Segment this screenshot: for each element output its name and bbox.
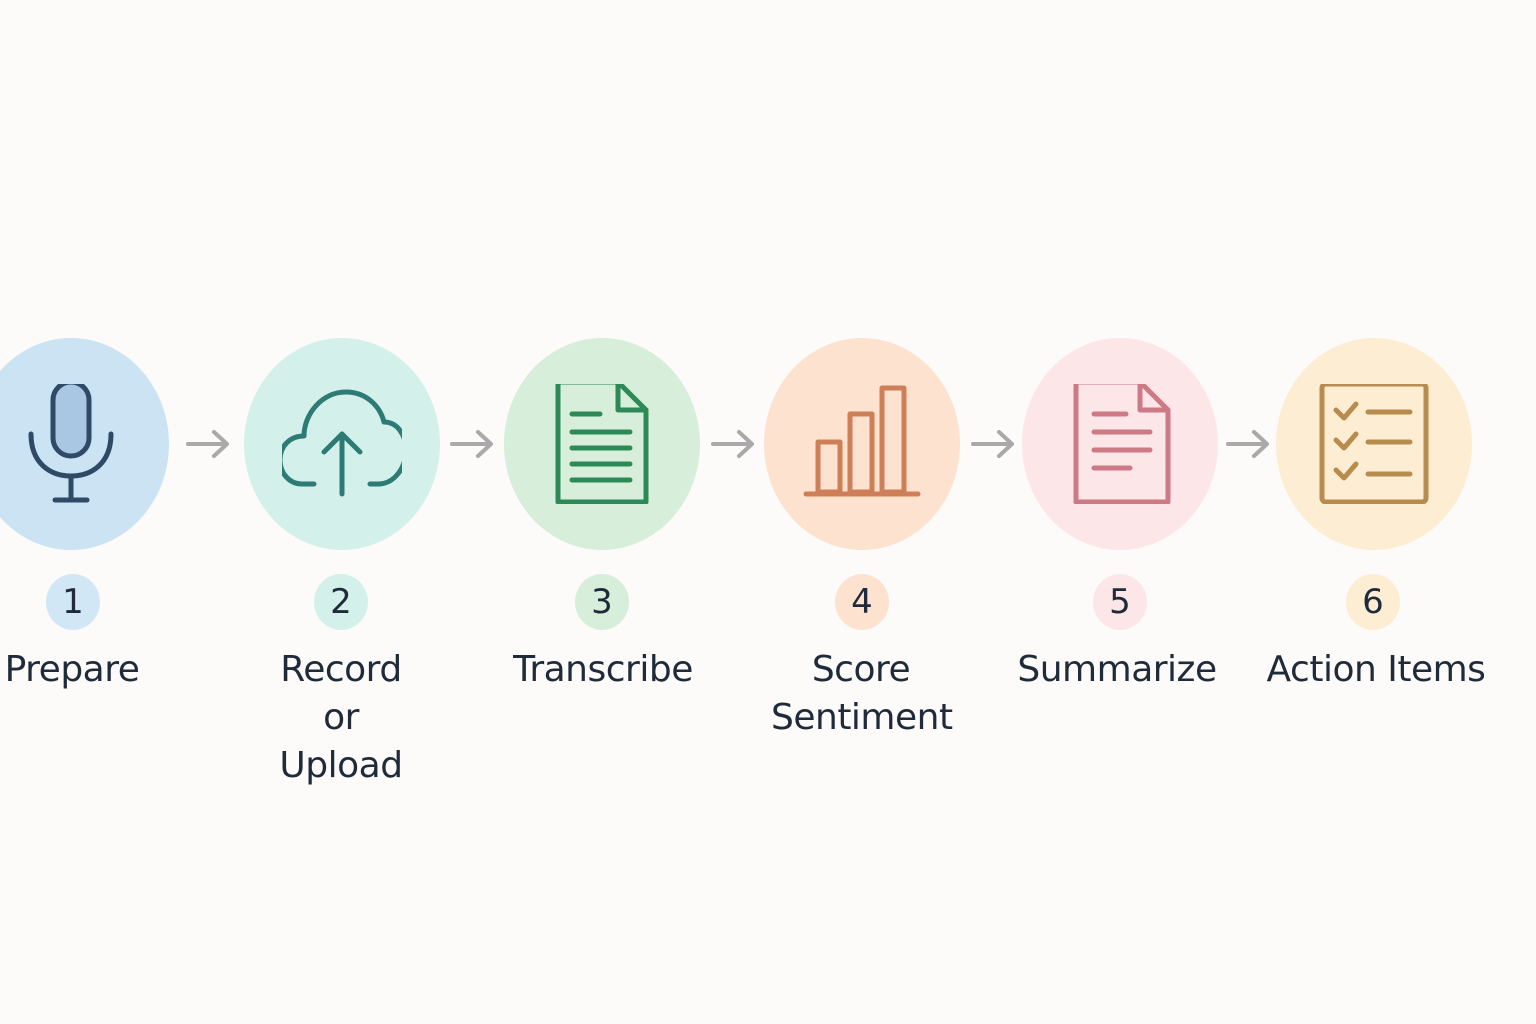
step-3-label: Transcribe <box>513 649 693 690</box>
step-6-circle <box>1276 338 1472 550</box>
microphone-icon <box>28 384 114 503</box>
checklist-icon <box>1319 384 1429 504</box>
arrow-2 <box>448 427 496 461</box>
step-6-number: 6 <box>1346 574 1400 630</box>
cloud-upload-icon <box>282 389 402 497</box>
step-6-label: Action Items <box>1266 649 1486 690</box>
step-2-number: 2 <box>314 574 368 630</box>
step-3-number: 3 <box>575 574 629 630</box>
step-1-label: Prepare <box>4 649 140 690</box>
arrow-4 <box>969 427 1017 461</box>
step-4-circle <box>764 338 960 550</box>
arrow-1 <box>184 427 232 461</box>
document-icon <box>555 384 649 504</box>
step-5-circle <box>1022 338 1218 550</box>
step-4-label: Score Sentiment <box>771 649 953 738</box>
step-5-label: Summarize <box>1017 649 1217 690</box>
step-2-label: Record or Upload <box>279 649 403 786</box>
summary-document-icon <box>1073 384 1171 504</box>
arrow-3 <box>709 427 757 461</box>
arrow-5 <box>1224 427 1272 461</box>
step-4-number: 4 <box>835 574 889 630</box>
step-1-number: 1 <box>46 574 100 630</box>
step-1-circle <box>0 338 169 550</box>
step-5-number: 5 <box>1093 574 1147 630</box>
step-2-circle <box>244 338 440 550</box>
step-3-circle <box>504 338 700 550</box>
bar-chart-icon <box>803 385 921 497</box>
